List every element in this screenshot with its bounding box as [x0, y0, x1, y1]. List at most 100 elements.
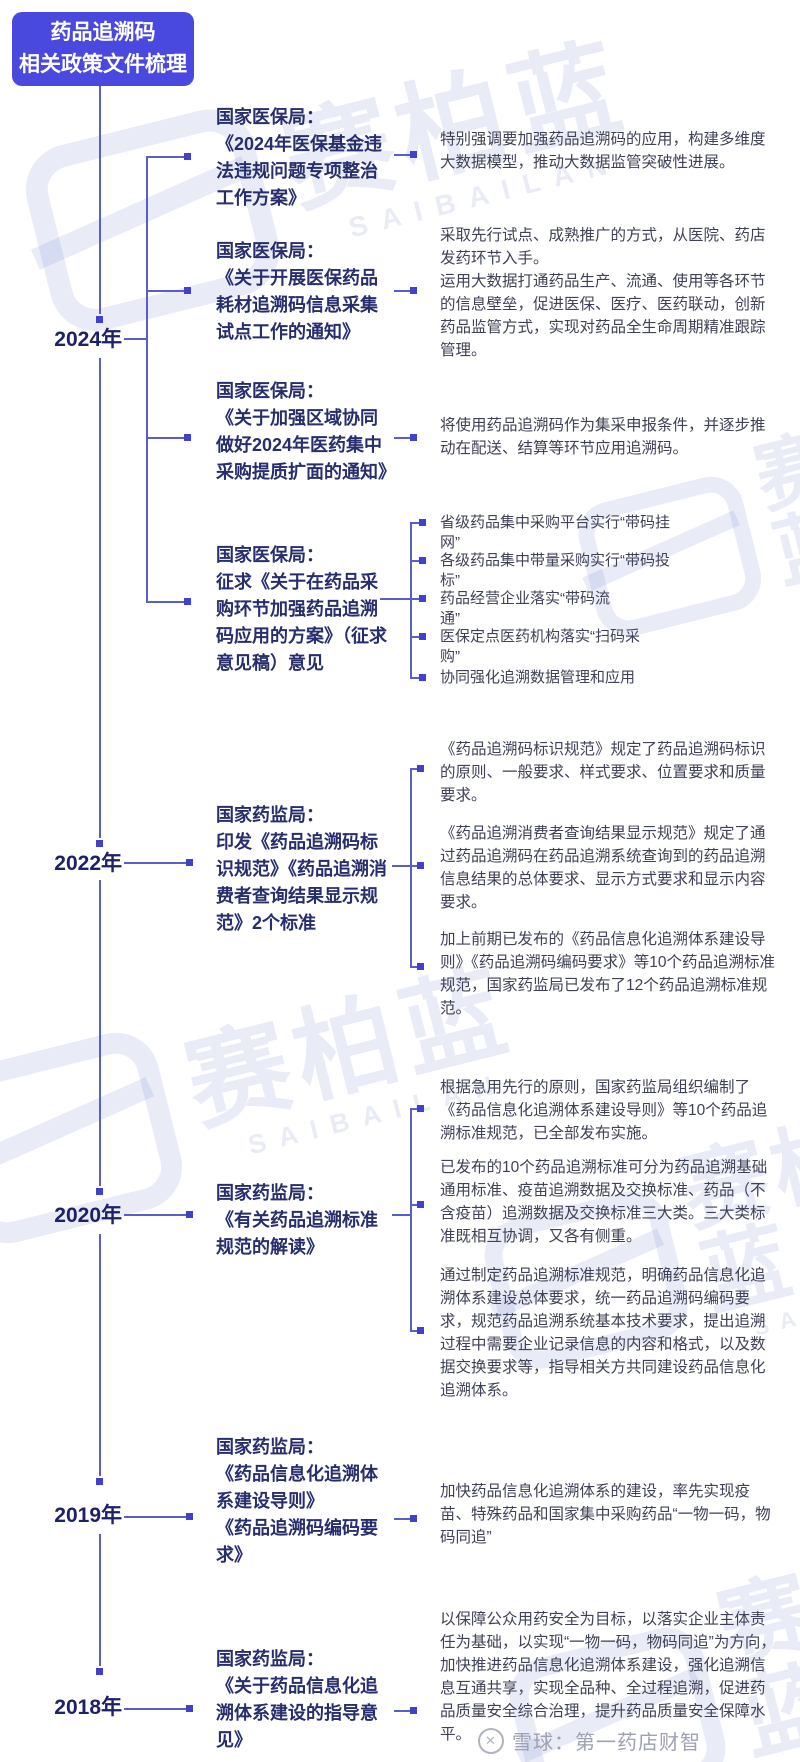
- page-title-line1: 药品追溯码: [50, 21, 156, 45]
- connector-line: [392, 865, 410, 867]
- xueqiu-icon: ✕: [478, 1727, 504, 1754]
- policy-desc: 特别强调要加强药品追溯码的应用，构建多维度大数据模型，推动大数据监管突破性进展。: [440, 131, 766, 171]
- connector-line: [124, 338, 146, 340]
- agency-name: 国家药监局：: [216, 1437, 324, 1457]
- node-marker: [186, 1705, 193, 1712]
- branch-bracket: [410, 1109, 412, 1332]
- connector-line: [394, 154, 412, 156]
- policy-item: 国家医保局： 《关于加强区域协同做好2024年医药集中采购提质扩面的通知》: [216, 378, 396, 486]
- node-marker: [410, 1515, 417, 1522]
- doc-title: 《药品信息化追溯体系建设导则》 《药品追溯码编码要求》: [216, 1464, 378, 1565]
- page-title-badge: 药品追溯码 相关政策文件梳理: [12, 12, 194, 86]
- timeline-node-marker: [96, 1668, 103, 1675]
- node-marker: [410, 434, 417, 441]
- connector-line: [380, 598, 410, 600]
- node-marker: [417, 862, 424, 869]
- node-marker: [417, 1105, 424, 1112]
- doc-title: 《关于药品信息化追溯体系建设的指导意见》: [216, 1676, 378, 1750]
- node-marker: [417, 963, 424, 970]
- doc-title: 征求《关于在药品采购环节加强药品追溯码应用的方案》（征求意见稿）意见: [216, 572, 387, 673]
- credit-source: ✕ 雪球：第一药店财智: [478, 1726, 778, 1755]
- connector-line: [124, 1214, 186, 1216]
- policy-item: 国家药监局： 印发《药品追溯码标识规范》《药品追溯消费者查询结果显示规范》2个标…: [216, 802, 394, 937]
- node-marker: [186, 859, 193, 866]
- connector-line: [146, 437, 184, 439]
- agency-name: 国家药监局：: [216, 1649, 324, 1669]
- node-marker: [184, 434, 191, 441]
- connector-line: [394, 437, 412, 439]
- connector-line: [124, 1708, 186, 1710]
- connector-line: [410, 560, 419, 562]
- timeline-node-marker: [96, 1478, 103, 1485]
- node-marker: [419, 674, 426, 681]
- branch-bracket: [146, 156, 148, 603]
- policy-desc: 采取先行试点、成熟推广的方式，从医院、药店发药环节入手。 运用大数据打通药品生产…: [440, 227, 766, 359]
- connector-line: [394, 1710, 412, 1712]
- timeline-trunk: [99, 880, 101, 1186]
- bullet-point: 协同强化追溯数据管理和应用: [440, 669, 636, 686]
- agency-name: 国家医保局：: [216, 545, 324, 565]
- timeline-trunk: [99, 86, 101, 314]
- connector-line: [410, 598, 419, 600]
- doc-title: 《有关药品追溯标准规范的解读》: [216, 1210, 378, 1257]
- node-marker: [410, 151, 417, 158]
- node-marker: [419, 595, 426, 602]
- policy-desc: 已发布的10个药品追溯标准可分为药品追溯基础通用标准、疫苗追溯数据及交换标准、药…: [440, 1159, 768, 1245]
- node-marker: [184, 287, 191, 294]
- policy-desc: 加快药品信息化追溯体系的建设，率先实现疫苗、特殊药品和国家集中采购药品“一物一码…: [440, 1483, 771, 1546]
- connector-line: [146, 156, 184, 158]
- bullet-point: 药品经营企业落实“带码流 通”: [440, 590, 610, 627]
- policy-desc: 以保障公众用药安全为目标，以落实企业主体责任为基础，以实现“一物一码，物码同追”…: [440, 1611, 776, 1743]
- doc-title: 《关于加强区域协同做好2024年医药集中采购提质扩面的通知》: [216, 408, 396, 482]
- policy-desc: 加上前期已发布的《药品信息化追溯体系建设导则》《药品追溯码编码要求》等10个药品…: [440, 931, 775, 1017]
- connector-line: [410, 636, 419, 638]
- connector-line: [410, 522, 419, 524]
- connector-line: [410, 1330, 419, 1332]
- policy-item: 国家医保局： 征求《关于在药品采购环节加强药品追溯码应用的方案》（征求意见稿）意…: [216, 542, 394, 677]
- connector-line: [146, 601, 184, 603]
- credit-text: 雪球：第一药店财智: [512, 1732, 701, 1754]
- policy-item: 国家药监局： 《有关药品追溯标准规范的解读》: [216, 1180, 394, 1261]
- connector-line: [410, 1108, 419, 1110]
- connector-line: [124, 1516, 186, 1518]
- doc-title: 印发《药品追溯码标识规范》《药品追溯消费者查询结果显示规范》2个标准: [216, 832, 387, 933]
- node-marker: [419, 519, 426, 526]
- node-marker: [419, 557, 426, 564]
- connector-line: [146, 290, 184, 292]
- node-marker: [410, 1707, 417, 1714]
- page-title-line2: 相关政策文件梳理: [19, 53, 187, 76]
- node-marker: [184, 153, 191, 160]
- policy-item: 国家医保局： 《关于开展医保药品耗材追溯码信息采集试点工作的通知》: [216, 238, 394, 346]
- connector-line: [410, 865, 419, 867]
- year-label-2020: 2020年: [54, 1204, 122, 1227]
- timeline-node-marker: [96, 840, 103, 847]
- bullet-point: 各级药品集中带量采购实行“带码投 标”: [440, 552, 670, 589]
- timeline-node-marker: [96, 1188, 103, 1195]
- branch-bracket: [410, 769, 412, 968]
- policy-desc: 《药品追溯码标识规范》规定了药品追溯码标识的原则、一般要求、样式要求、位置要求和…: [440, 741, 766, 804]
- year-label-2019: 2019年: [54, 1504, 122, 1527]
- policy-item: 国家医保局： 《2024年医保基金违法违规问题专项整治工作方案》: [216, 104, 394, 212]
- agency-name: 国家药监局：: [216, 805, 324, 825]
- node-marker: [186, 1211, 193, 1218]
- watermark-latin: SAIBAILAN: [786, 541, 800, 620]
- policy-item: 国家药监局： 《关于药品信息化追溯体系建设的指导意见》: [216, 1646, 394, 1754]
- connector-line: [410, 768, 419, 770]
- agency-name: 国家医保局：: [216, 241, 324, 261]
- year-label-2024: 2024年: [54, 328, 122, 351]
- policy-item: 国家药监局： 《药品信息化追溯体系建设导则》 《药品追溯码编码要求》: [216, 1434, 394, 1569]
- agency-name: 国家医保局：: [216, 381, 324, 401]
- timeline-trunk: [99, 1534, 101, 1666]
- connector-line: [394, 1518, 412, 1520]
- policy-desc: 《药品追溯消费者查询结果显示规范》规定了通过药品追溯码在药品追溯系统查询到的药品…: [440, 825, 766, 911]
- doc-title: 《关于开展医保药品耗材追溯码信息采集试点工作的通知》: [216, 268, 378, 342]
- connector-line: [394, 290, 412, 292]
- agency-name: 国家药监局：: [216, 1183, 324, 1203]
- connector-line: [410, 1204, 419, 1206]
- connector-line: [410, 677, 419, 679]
- policy-desc: 通过制定药品追溯标准规范，明确药品信息化追溯体系建设总体要求，统一药品追溯码编码…: [440, 1267, 766, 1399]
- connector-line: [410, 966, 419, 968]
- doc-title: 《2024年医保基金违法违规问题专项整治工作方案》: [216, 134, 383, 208]
- connector-line: [392, 1214, 410, 1216]
